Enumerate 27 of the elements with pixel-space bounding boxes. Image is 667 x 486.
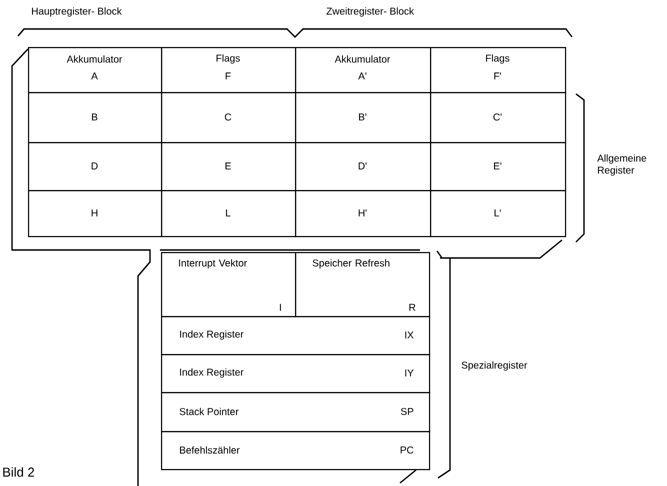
register-cell: Akkumulator A' xyxy=(295,47,432,94)
bracket-label: Spezialregister xyxy=(462,361,528,371)
register-cell: B xyxy=(28,92,162,144)
register-cell: E' xyxy=(430,142,566,192)
register-cell: H xyxy=(28,190,162,238)
register-cell: Index Register IX xyxy=(161,316,430,356)
caption: Bild 2 xyxy=(3,467,34,477)
register-cell: C xyxy=(161,92,296,144)
register-cell: D' xyxy=(295,142,432,192)
register-cell: Flags F xyxy=(161,47,296,94)
bracket-label: Zweitregister- Block xyxy=(326,7,414,17)
register-cell: L' xyxy=(430,190,566,238)
register-cell: Befehlszähler PC xyxy=(161,431,430,470)
register-cell: D xyxy=(28,142,162,192)
register-cell: B' xyxy=(295,92,432,144)
register-cell: Interrupt Vektor I xyxy=(161,252,296,318)
register-cell: Speicher Refresh R xyxy=(295,252,430,318)
register-cell: C' xyxy=(430,92,566,144)
bracket-label: Allgemeine Register xyxy=(597,154,646,176)
bracket-label: Hauptregister- Block xyxy=(32,7,122,17)
register-cell: Flags F' xyxy=(430,47,566,94)
register-cell: E xyxy=(161,142,296,192)
register-cell: Stack Pointer SP xyxy=(161,392,430,432)
register-cell: H' xyxy=(295,190,432,238)
register-cell: L xyxy=(161,190,296,238)
register-cell: Index Register IY xyxy=(161,354,430,394)
register-cell: Akkumulator A xyxy=(28,47,162,94)
